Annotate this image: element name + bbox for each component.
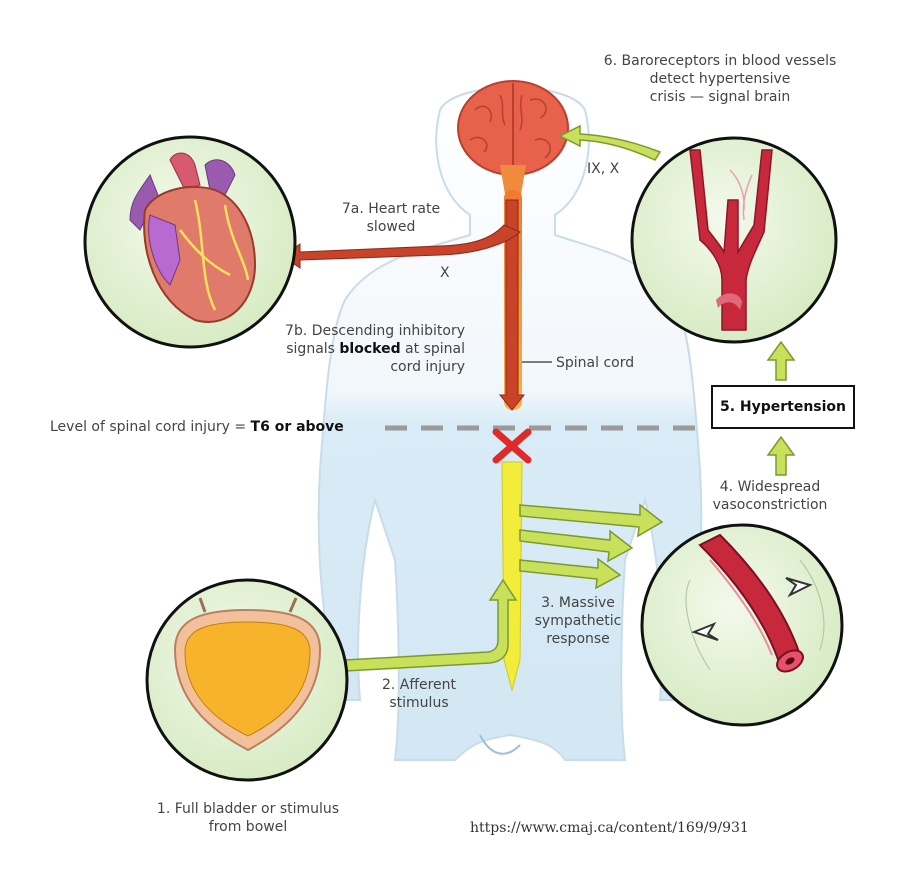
vasoconstriction-circle — [640, 523, 844, 727]
injury-level-label: Level of spinal cord injury = T6 or abov… — [50, 419, 344, 435]
heart-circle — [83, 135, 297, 349]
bladder-label: 1. Full bladder or stimulus from bowel — [156, 801, 340, 835]
afferent-arrow — [344, 578, 518, 672]
hypertension-box: 5. Hypertension — [711, 385, 855, 429]
vagus-label: X — [440, 265, 450, 281]
hypertension-arrows — [766, 340, 796, 476]
heart-rate-arrow — [281, 224, 521, 269]
descending-inhibitory-label: 7b. Descending inhibitory signals blocke… — [285, 323, 465, 375]
baroreceptor-arrow — [558, 124, 662, 161]
spinal-cord-label: Spinal cord — [556, 355, 635, 371]
injury-x-mark — [492, 428, 532, 464]
bladder-circle — [145, 578, 349, 782]
sympathetic-label: 3. Massive sympathetic response — [534, 595, 622, 647]
heart-rate-slowed-label: 7a. Heart rate slowed — [341, 201, 441, 235]
brain-illustration — [457, 80, 569, 200]
vasoconstriction-label: 4. Widespread vasoconstriction — [712, 479, 828, 513]
afferent-label: 2. Afferent stimulus — [381, 677, 457, 711]
carotid-circle — [630, 136, 838, 344]
sympathetic-outflow-arrows — [519, 503, 664, 590]
baroreceptors-label: 6. Baroreceptors in blood vessels detect… — [603, 53, 837, 105]
cranial-nerves-label: IX, X — [587, 161, 620, 177]
source-url: https://www.cmaj.ca/content/169/9/931 — [470, 820, 749, 836]
